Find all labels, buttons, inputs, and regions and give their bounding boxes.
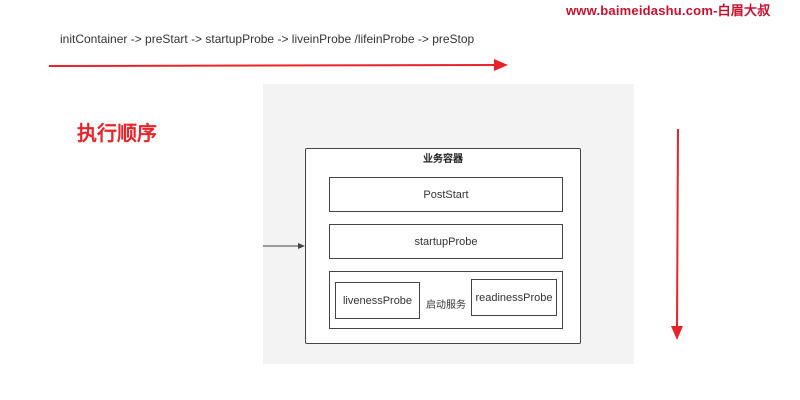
startupprobe-box: startupProbe bbox=[329, 224, 563, 259]
livenessprobe-box: livenessProbe bbox=[335, 282, 420, 319]
horizontal-red-arrow-icon bbox=[48, 59, 508, 71]
business-container-title: 业务容器 bbox=[423, 154, 463, 165]
execution-sequence-text: initContainer -> preStart -> startupProb… bbox=[60, 32, 475, 46]
vertical-red-arrow-icon bbox=[671, 128, 683, 340]
watermark: www.baimeidashu.com-白眉大叔 bbox=[566, 0, 770, 19]
entry-arrow-icon bbox=[263, 243, 305, 249]
readinessprobe-box: readinessProbe bbox=[471, 279, 557, 316]
startupprobe-label: startupProbe bbox=[414, 235, 478, 248]
watermark-url: www.baimeidashu.com- bbox=[566, 3, 718, 18]
start-service-label: 启动服务 bbox=[426, 300, 466, 311]
poststart-box: PostStart bbox=[329, 177, 563, 212]
readinessprobe-label: readinessProbe bbox=[475, 291, 553, 304]
livenessprobe-label: livenessProbe bbox=[342, 294, 413, 307]
poststart-label: PostStart bbox=[423, 188, 469, 201]
execution-order-title: 执行顺序 bbox=[77, 121, 157, 145]
watermark-brand: 白眉大叔 bbox=[717, 3, 771, 18]
